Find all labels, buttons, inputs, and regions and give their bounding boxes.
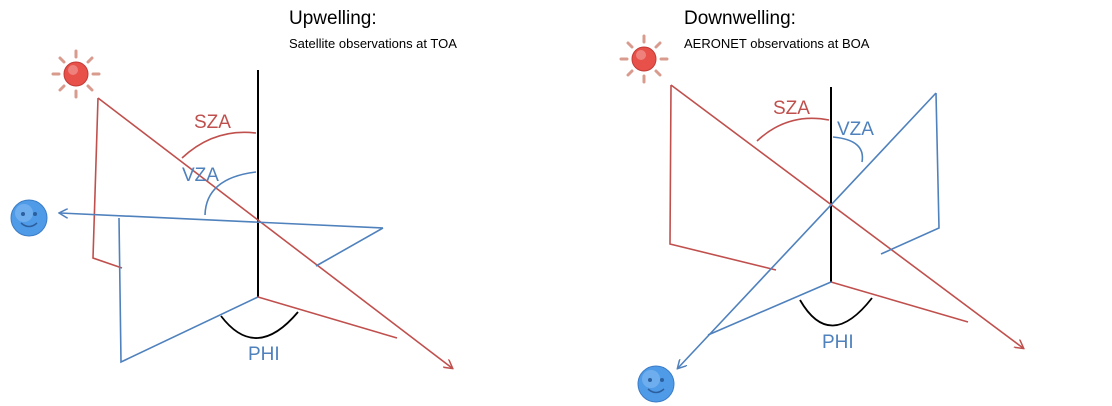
view-plane-edge: [315, 227, 384, 267]
sza-arc: [756, 117, 830, 142]
vza-label: VZA: [837, 119, 874, 140]
sza-label: SZA: [194, 112, 231, 133]
view-ray: [60, 213, 384, 229]
smiley-face-icon: [637, 365, 675, 403]
solar-azimuth-line: [830, 281, 969, 323]
downwelling-geometry-diagram: SZA VZA PHI: [619, 34, 1112, 403]
sza-arc: [181, 131, 257, 159]
sun-icon: [51, 49, 101, 99]
panel-title: Downwelling:: [684, 8, 796, 29]
phi-label: PHI: [822, 332, 854, 353]
solar-plane: [669, 84, 777, 271]
panel-title: Upwelling:: [289, 8, 377, 29]
vza-arc: [204, 171, 257, 216]
view-plane: [880, 92, 940, 255]
solar-ray: [670, 84, 1023, 348]
view-plane: [118, 217, 259, 364]
vza-arc: [832, 136, 864, 163]
phi-arc: [799, 297, 873, 327]
sza-label: SZA: [773, 98, 810, 119]
vza-label: VZA: [182, 165, 219, 186]
phi-arc: [220, 311, 299, 339]
sun-icon: [619, 34, 669, 84]
downwelling-panel: Downwelling: AERONET observations at BOA…: [556, 0, 1112, 406]
upwelling-geometry-diagram: SZA VZA PHI: [10, 49, 556, 406]
solar-azimuth-line: [257, 296, 398, 339]
solar-ray: [97, 97, 452, 368]
smiley-face-icon: [10, 199, 48, 237]
view-ray: [678, 92, 937, 368]
view-azimuth-line: [707, 281, 832, 336]
solar-plane: [92, 97, 123, 269]
panel-subtitle: Satellite observations at TOA: [289, 36, 457, 51]
panel-subtitle: AERONET observations at BOA: [684, 36, 870, 51]
phi-label: PHI: [248, 344, 280, 365]
upwelling-panel: Upwelling: Satellite observations at TOA…: [10, 8, 556, 406]
